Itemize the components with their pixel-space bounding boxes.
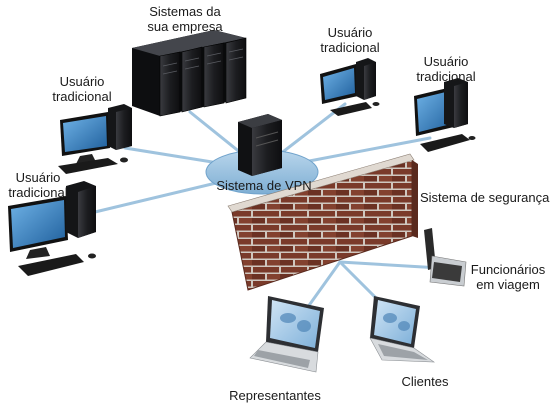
label-representatives: Representantes: [229, 388, 321, 403]
label-vpn-system: Sistema de VPN: [216, 178, 312, 193]
label-user-top-right-line1: Usuário: [423, 54, 469, 69]
label-user-top-middle-line2: tradicional: [320, 40, 380, 55]
label-user-left-line1: Usuário: [15, 170, 61, 185]
workstation-top-left-icon: [58, 104, 132, 174]
workstation-top-middle-icon: [320, 58, 380, 116]
label-traveling-employees: Funcionários em viagem: [466, 262, 550, 292]
workstation-left-icon: [8, 181, 96, 276]
workstation-top-right-icon: [414, 78, 476, 152]
label-user-top-right: Usuário tradicional: [406, 54, 486, 84]
laptop-clients-icon: [369, 296, 436, 363]
vpn-hub: [205, 114, 319, 195]
link-wall-laptop-traveler: [338, 260, 442, 270]
firewall-icon: [227, 153, 418, 291]
company-servers-icon: [132, 30, 247, 117]
laptop-traveler-icon: [424, 228, 467, 287]
label-company-systems: Sistemas da sua empresa: [140, 4, 230, 34]
label-user-left-line2: tradicional: [8, 185, 68, 200]
label-user-top-middle-line1: Usuário: [327, 25, 373, 40]
label-user-top-left: Usuário tradicional: [42, 74, 122, 104]
label-user-top-middle: Usuário tradicional: [310, 25, 390, 55]
label-user-top-left-line1: Usuário: [59, 74, 105, 89]
label-clients: Clientes: [401, 374, 449, 389]
vpn-server-icon: [238, 114, 282, 176]
label-traveling-employees-line2: em viagem: [476, 277, 540, 292]
label-company-systems-line1: Sistemas da: [149, 4, 221, 19]
label-user-left: Usuário tradicional: [0, 170, 76, 200]
label-company-systems-line2: sua empresa: [147, 19, 223, 34]
label-security-system: Sistema de segurança: [420, 190, 550, 205]
label-traveling-employees-line1: Funcionários: [470, 262, 546, 277]
label-user-top-right-line2: tradicional: [416, 69, 476, 84]
laptop-representatives-icon: [249, 296, 324, 373]
label-user-top-left-line2: tradicional: [52, 89, 112, 104]
